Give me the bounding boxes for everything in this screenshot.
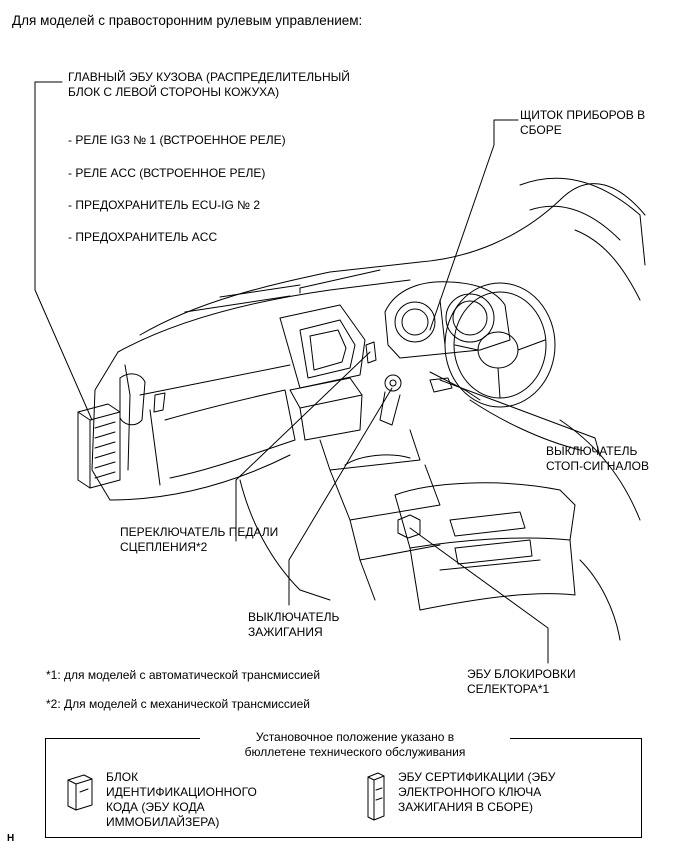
sub-item-ecu-ig-fuse: - ПРЕДОХРАНИТЕЛЬ ECU-IG № 2 <box>68 198 261 212</box>
combination-meter-drawing <box>384 281 511 359</box>
legend-item-id-code-box: БЛОК ИДЕНТИФИКАЦИОННОГО КОДА (ЭБУ КОДА И… <box>106 770 257 829</box>
callout-clutch-switch: ПЕРЕКЛЮЧАТЕЛЬ ПЕДАЛИ СЦЕПЛЕНИЯ*2 <box>120 525 279 554</box>
leader-combination-meter <box>429 119 519 331</box>
legend-caption: Установочное положение указано в бюллете… <box>200 730 510 760</box>
sub-item-acc-fuse: - ПРЕДОХРАНИТЕЛЬ ACC <box>68 230 218 244</box>
leader-main-body-ecu <box>34 81 93 421</box>
callout-ignition-switch: ВЫКЛЮЧАТЕЛЬ ЗАЖИГАНИЯ <box>248 610 340 639</box>
certification-ecu-icon <box>367 772 385 821</box>
callout-main-body-ecu: ГЛАВНЫЙ ЭБУ КУЗОВА (РАСПРЕДЕЛИТЕЛЬНЫЙ БЛ… <box>68 70 350 99</box>
figure-code: H <box>7 833 15 844</box>
page-heading: Для моделей с правосторонним рулевым упр… <box>12 13 363 28</box>
legend-item-certification-ecu: ЭБУ СЕРТИФИКАЦИИ (ЭБУ ЭЛЕКТРОННОГО КЛЮЧА… <box>398 770 556 814</box>
clutch-switch-drawing <box>365 341 377 364</box>
leader-clutch-switch <box>235 351 371 542</box>
dashboard-drawing <box>77 177 646 641</box>
callout-stop-lamp-switch: ВЫКЛЮЧАТЕЛЬ СТОП-СИГНАЛОВ <box>546 444 649 473</box>
footnote-1: *1: для моделей с автоматической трансми… <box>46 668 321 682</box>
leader-lines <box>34 81 601 664</box>
callout-combination-meter: ЩИТОК ПРИБОРОВ В СБОРЕ <box>520 108 646 137</box>
leader-ignition-switch <box>288 387 393 606</box>
id-code-box-icon <box>67 774 93 811</box>
footnote-2: *2: Для моделей с механической трансмисс… <box>46 697 311 711</box>
sub-item-acc-relay: - РЕЛЕ ACC (ВСТРОЕННОЕ РЕЛЕ) <box>68 166 266 180</box>
steering-wheel-drawing <box>444 282 556 408</box>
leader-stop-lamp-switch <box>439 379 601 457</box>
main-body-ecu-box <box>77 403 121 489</box>
ignition-switch-drawing <box>379 374 402 426</box>
shift-lock-ecu-box <box>397 514 421 539</box>
sub-item-ig3-relay: - РЕЛЕ IG3 № 1 (ВСТРОЕННОЕ РЕЛЕ) <box>68 133 286 147</box>
callout-shift-lock-ecu: ЭБУ БЛОКИРОВКИ СЕЛЕКТОРА*1 <box>467 667 576 696</box>
leader-shift-lock-ecu <box>409 527 549 664</box>
